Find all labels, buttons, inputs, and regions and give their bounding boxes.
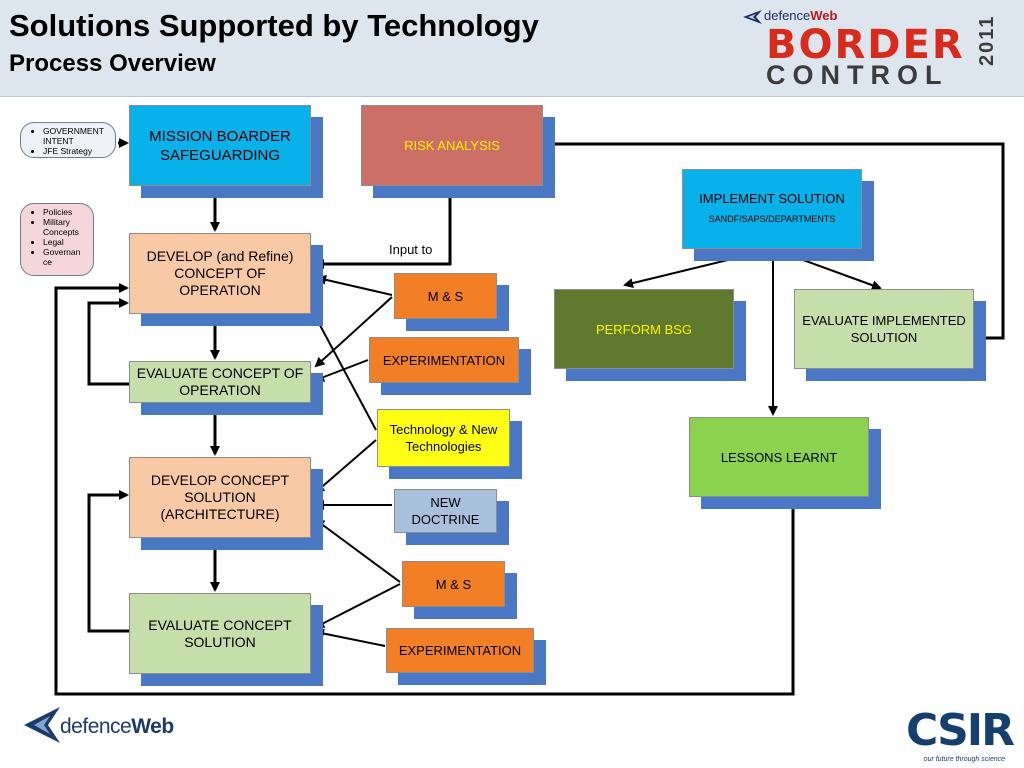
brand-border-word: BORDER	[766, 22, 965, 68]
evaluate-conops-box: EVALUATE CONCEPT OF OPERATION	[129, 361, 311, 403]
loop-lessons-to-develop	[54, 283, 795, 696]
arrow-ms2-evaluate	[314, 583, 401, 628]
page-subtitle: Process Overview	[9, 50, 216, 77]
defenceweb-footer-logo: defenceWeb	[22, 703, 174, 749]
arrow-ms1-evaluate	[314, 296, 393, 368]
evaluate-implemented-box: EVALUATE IMPLEMENTED SOLUTION	[794, 289, 974, 369]
evaluate-solution-box: EVALUATE CONCEPT SOLUTION	[129, 593, 311, 674]
wing-icon	[24, 707, 60, 743]
lessons-learnt-box: LESSONS LEARNT	[689, 417, 869, 497]
policy-item-governance: Governan ce	[43, 247, 89, 267]
develop-solution-box: DEVELOP CONCEPT SOLUTION (ARCHITECTURE)	[129, 457, 311, 538]
perform-bsg-box: PERFORM BSG	[554, 289, 734, 369]
defenceweb-footer-text: defenceWeb	[60, 715, 174, 738]
header-banner: Solutions Supported by Technology Proces…	[0, 0, 1024, 97]
implement-subtitle: SANDF/SAPS/DEPARTMENTS	[708, 214, 836, 224]
technology-box: Technology & New Technologies	[377, 409, 510, 467]
ms-box-1: M & S	[394, 273, 497, 319]
input-to-label: Input to	[389, 242, 433, 257]
border-control-logo: defenceWeb BORDER CONTROL 2011	[742, 6, 1010, 90]
arrow-exp2-evaluate	[314, 628, 386, 647]
arrow-ms1-develop	[316, 274, 393, 296]
brand-defenceweb: defenceWeb	[764, 8, 838, 23]
loop-evaluate-conops	[87, 298, 129, 386]
implement-solution-box: IMPLEMENT SOLUTION SANDF/SAPS/DEPARTMENT…	[682, 169, 862, 249]
arrow-risk-to-develop	[314, 186, 452, 269]
implement-title: IMPLEMENT SOLUTION	[699, 191, 845, 206]
csir-logo: CSIR our future through science	[906, 705, 1015, 765]
loop-evaluate-solution	[87, 490, 129, 633]
csir-name: CSIR	[906, 705, 1015, 756]
government-intent-box: GOVERNMENT INTENT JFE Strategy	[20, 122, 116, 158]
ms-box-2: M & S	[402, 561, 505, 607]
policy-item-military: Military Concepts	[43, 217, 89, 237]
csir-tagline: our future through science	[923, 756, 1005, 763]
policy-item-policies: Policies	[43, 207, 89, 217]
page-title: Solutions Supported by Technology	[9, 8, 539, 43]
brand-control-word: CONTROL	[766, 60, 949, 90]
experimentation-box-2: EXPERIMENTATION	[386, 628, 534, 673]
arrow-exp1-evaluate	[314, 359, 369, 382]
arrow-ms2-solution	[314, 518, 401, 583]
policies-box: Policies Military Concepts Legal Governa…	[20, 203, 94, 276]
arrow-tech-develop	[313, 312, 377, 431]
arrow-tech-solution	[314, 439, 377, 494]
gov-item-strategy: JFE Strategy	[43, 146, 111, 156]
arrow-evaluated-to-risk	[544, 139, 1005, 340]
policy-item-legal: Legal	[43, 237, 89, 247]
experimentation-box-1: EXPERIMENTATION	[369, 337, 519, 383]
bird-icon	[743, 10, 762, 24]
gov-item-intent: GOVERNMENT INTENT	[43, 126, 111, 146]
risk-analysis-box: RISK ANALYSIS	[361, 105, 543, 186]
mission-box: MISSION BOARDER SAFEGUARDING	[129, 105, 311, 186]
develop-conops-box: DEVELOP (and Refine) CONCEPT OF OPERATIO…	[129, 233, 311, 314]
new-doctrine-box: NEW DOCTRINE	[394, 489, 497, 533]
